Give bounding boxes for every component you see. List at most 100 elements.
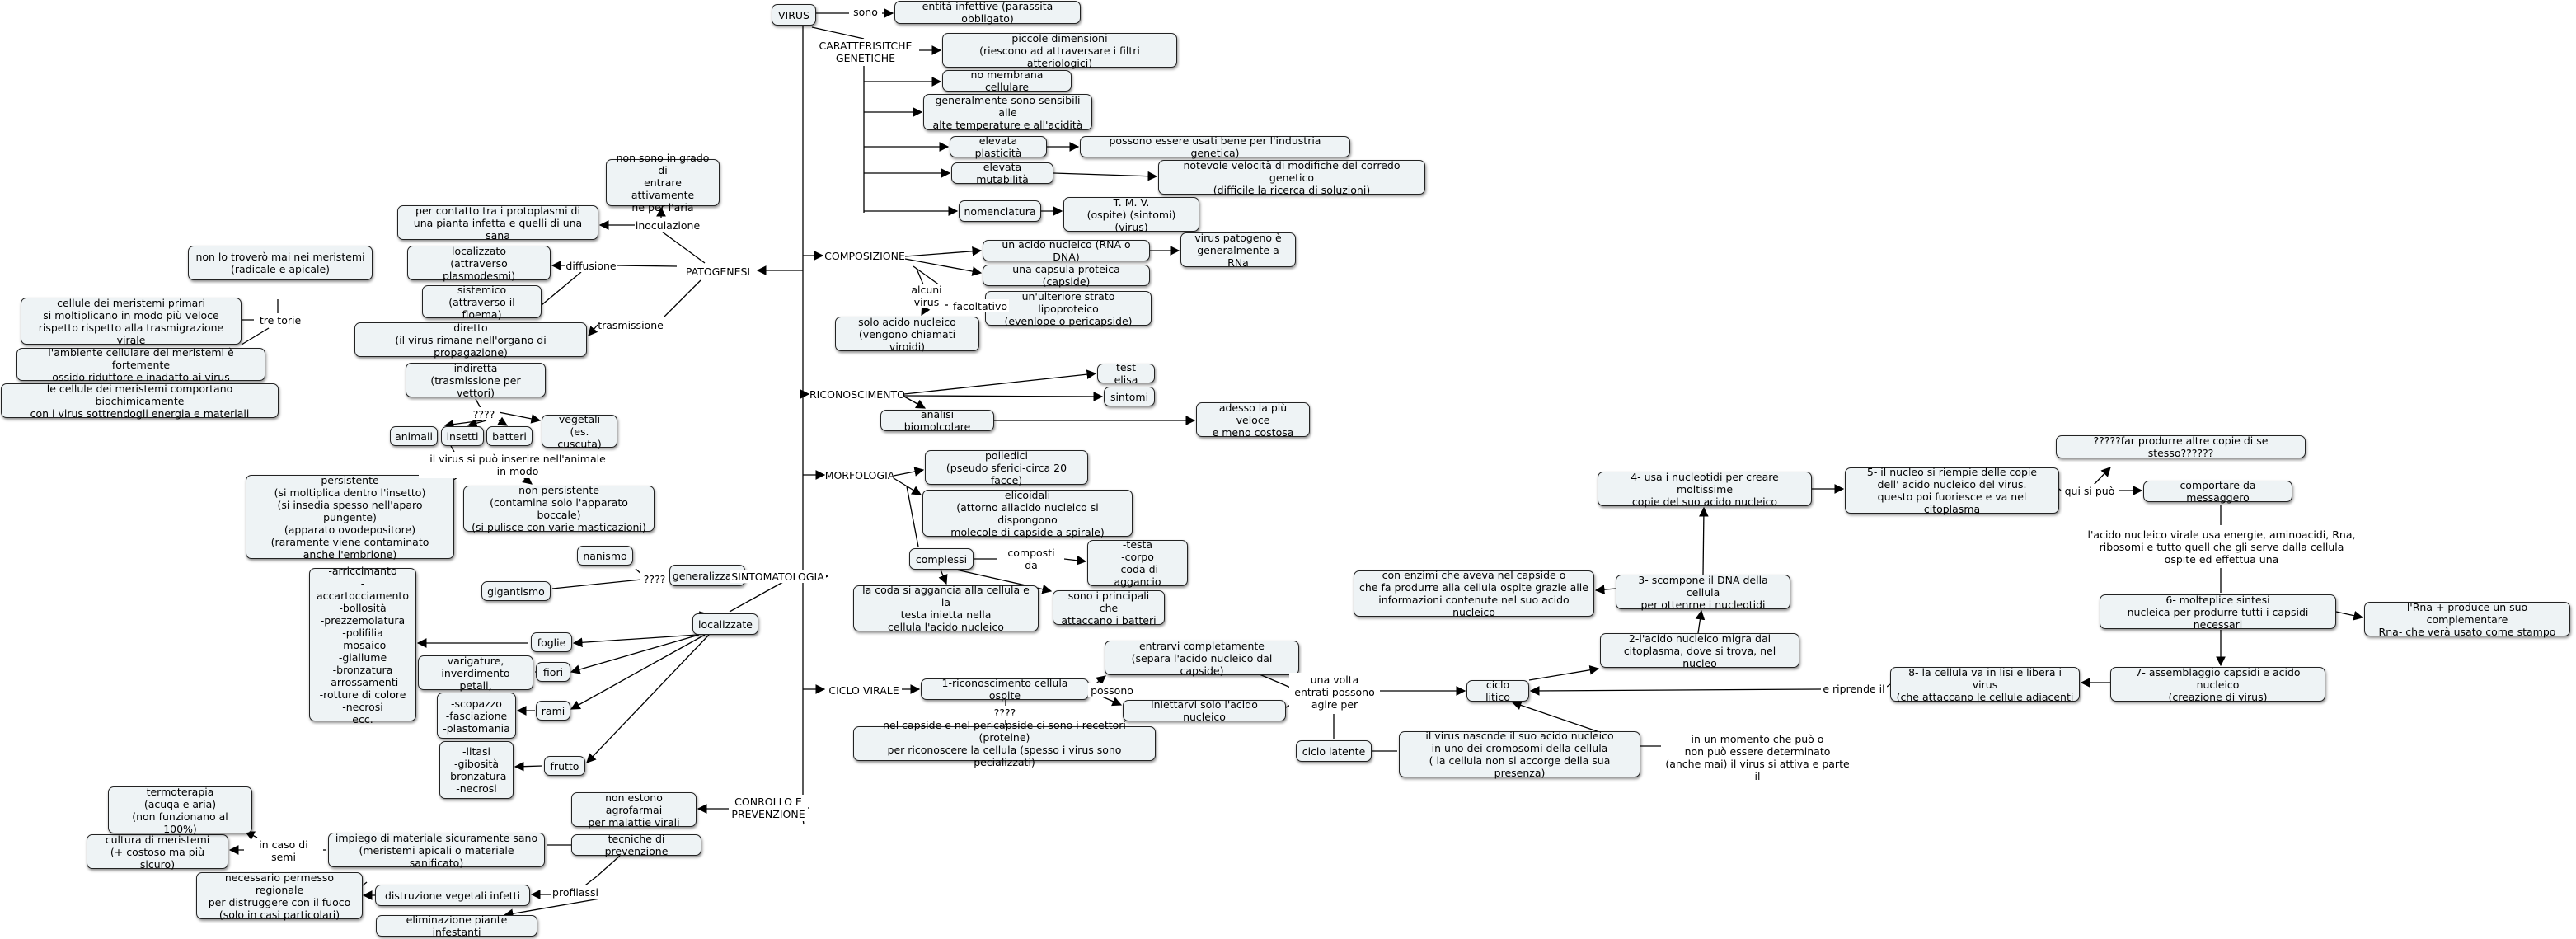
node-non-sono-in-grado[interactable]: non sono in grado di entrare attivamente…	[606, 152, 720, 214]
node-ambiente-meristemi[interactable]: l'ambiente cellulare dei meristemi è for…	[16, 346, 265, 383]
connector-arrow	[572, 634, 698, 648]
node-vegetali[interactable]: vegetali (es. cuscuta)	[542, 413, 617, 450]
node-ciclo-latente[interactable]: ciclo latente	[1296, 740, 1372, 762]
node-viroidi[interactable]: solo acido nucleico (vengono chiamati vi…	[835, 316, 979, 353]
connector-line	[241, 327, 270, 345]
node-plasticita[interactable]: elevata plasticità	[950, 134, 1047, 159]
node-step-3[interactable]: 3- scompone il DNA della cellula per ott…	[1616, 574, 1790, 611]
node-tmv[interactable]: T. M. V. (ospite) (sintomi) (virus)	[1063, 196, 1199, 233]
node-step-5[interactable]: 5- il nucleo si riempie delle copie dell…	[1845, 466, 2059, 515]
node-messaggero[interactable]: comportare da messaggero	[2143, 479, 2292, 504]
node-animali[interactable]: animali	[390, 426, 438, 446]
node-frutto[interactable]: frutto	[544, 756, 585, 776]
node-generalizzate[interactable]: generalizzate	[669, 565, 745, 586]
connector-line	[450, 445, 455, 453]
node-complessi[interactable]: complessi	[909, 548, 974, 570]
connector-line	[2058, 488, 2062, 491]
node-step-2[interactable]: 2-l'acido nucleico migra dal citoplasma,…	[1600, 632, 1799, 669]
node-diretto[interactable]: diretto (il virus rimane nell'organo di …	[354, 322, 587, 359]
node-sintomi-frutto[interactable]: -litasi -gibosità -bronzatura -necrosi	[439, 741, 514, 799]
node-recettori[interactable]: nel capside e nel pericapside ci sono i …	[853, 719, 1156, 768]
node-acido-nucleico[interactable]: un acido nucleico (RNA o DNA)	[983, 238, 1150, 263]
node-distruzione[interactable]: distruzione vegetali infetti	[375, 885, 530, 906]
node-nanismo[interactable]: nanismo	[577, 546, 633, 566]
node-tecniche-prevenzione[interactable]: tecniche di prevenzione	[571, 833, 701, 857]
connector-arrow	[893, 467, 925, 477]
node-sensibili[interactable]: generalmente sono sensibili alle alte te…	[923, 94, 1092, 131]
node-cellule-meristemi[interactable]: le cellule dei meristemi comportano bioc…	[1, 383, 279, 420]
label-inserire-animale: il virus si può inserire nell'animale in…	[419, 452, 617, 478]
connector-line	[661, 231, 706, 264]
node-riconoscimento-ospite[interactable]: 1-riconoscimento cellula ospite	[921, 677, 1089, 702]
node-termoterapia[interactable]: termoterapia (acuqa e aria) (non funzion…	[108, 786, 252, 835]
node-insetti[interactable]: insetti	[441, 426, 484, 446]
node-coda-aggancio[interactable]: la coda si aggancia alla cellula e la te…	[853, 584, 1039, 633]
node-persistente[interactable]: persistente (si moltiplica dentro l'inse…	[246, 474, 454, 561]
node-gigantismo[interactable]: gigantismo	[481, 581, 551, 601]
node-sintomi-foglie[interactable]: -arriccimanto -accartocciamento -bollosi…	[309, 565, 416, 725]
node-batteriofagi[interactable]: sono i principali che attaccano i batter…	[1053, 589, 1165, 627]
node-patogeno-rna[interactable]: virus patogeno è generalmente a RNa	[1180, 232, 1296, 269]
node-agrofarmaci[interactable]: non estono agrofarmai per malattie viral…	[571, 791, 697, 829]
node-localizzato[interactable]: localizzato (attraverso plasmodesmi)	[407, 245, 551, 282]
node-no-membrana[interactable]: no membrana cellulare	[942, 68, 1072, 93]
node-permesso-regionale[interactable]: necessario permesso regionale per distru…	[196, 871, 363, 921]
label-trasmissione: trasmissione	[598, 318, 664, 331]
node-sintomi[interactable]: sintomi	[1104, 387, 1155, 406]
node-iniettarvi[interactable]: iniettarvi solo l'acido nucleico	[1123, 698, 1286, 723]
node-coltura-meristemi[interactable]: cultura di meristemi (+ costoso ma più s…	[87, 833, 228, 871]
label-composizione: COMPOSIZIONE	[824, 249, 905, 262]
node-mutabilita[interactable]: elevata mutabilità	[951, 161, 1053, 185]
node-non-persistente[interactable]: non persistente (contamina solo l'appara…	[463, 484, 655, 533]
node-poliedrici[interactable]: poliedici (pseudo sferici-circa 20 facce…	[925, 449, 1088, 486]
node-dimensioni[interactable]: piccole dimensioni (riescono ad attraver…	[942, 32, 1177, 69]
connector-arrow	[498, 411, 542, 424]
connector-arrow	[586, 634, 710, 763]
node-nomenclatura[interactable]: nomenclatura	[959, 200, 1041, 222]
node-step-8[interactable]: 8- la cellula va in lisi e libera i viru…	[1890, 666, 2080, 703]
node-per-contatto[interactable]: per contatto tra i protoplasmi di una pi…	[397, 204, 598, 242]
node-batteri[interactable]: batteri	[486, 426, 533, 446]
node-testa-corpo-coda[interactable]: -testa -corpo -coda di aggancio	[1087, 538, 1188, 588]
label-riconoscimento: RICONOSCIMENTO	[809, 387, 905, 401]
node-enzimi[interactable]: con enzimi che aveva nel capside o che f…	[1354, 569, 1594, 618]
label-composti-da: composti da	[998, 547, 1064, 571]
node-piu-veloce[interactable]: adesso la più veloce e meno costosa	[1196, 401, 1310, 439]
node-analisi-biomolecolare[interactable]: analisi biomolcolare	[880, 408, 994, 433]
connector-arrow	[570, 634, 706, 710]
connector-arrow	[1594, 585, 1616, 594]
node-capside[interactable]: una capsula proteica (capside)	[983, 263, 1150, 288]
node-foglie[interactable]: foglie	[531, 632, 572, 652]
node-entrarvi[interactable]: entrarvi completamente (separa l'acido n…	[1105, 640, 1299, 677]
node-sintomi-rami[interactable]: -scopazzo -fasciazione -plastomania	[437, 693, 516, 739]
node-indiretta[interactable]: indiretta (trasmissione per vettori)	[406, 362, 546, 399]
node-ciclo-litico[interactable]: ciclo litico	[1466, 678, 1529, 703]
node-virus[interactable]: VIRUS	[772, 4, 816, 26]
node-rna-complementare[interactable]: l'Rna + produce un suo complementare Rna…	[2364, 601, 2570, 638]
node-sistemico[interactable]: sistemico (attraverso il floema)	[422, 284, 542, 321]
connector-line	[729, 581, 784, 613]
node-velocita[interactable]: notevole velocità di modifiche del corre…	[1158, 159, 1425, 196]
node-virus-nasconde[interactable]: il virus nascnde il suo acido nucleico i…	[1399, 730, 1640, 779]
node-variegature[interactable]: varigature, inverdimento petali,	[418, 655, 533, 692]
node-industria[interactable]: possono essere usati bene per l'industri…	[1080, 134, 1350, 159]
node-test-elisa[interactable]: test elisa	[1097, 361, 1155, 386]
node-elicoidali[interactable]: elicoidali (attorno allacido nucleico si…	[922, 489, 1133, 538]
node-step-6[interactable]: 6- molteplice sintesi nucleica per produ…	[2100, 594, 2336, 631]
label-alcuni-virus: alcuni virus	[908, 284, 945, 308]
node-step-4[interactable]: 4- usa i nucleotidi per creare moltissim…	[1598, 471, 1812, 508]
node-pericapside[interactable]: un'ulteriore strato lipoproteico (evenlo…	[985, 290, 1152, 327]
label-profilassi: profilassi	[551, 885, 600, 899]
node-far-produrre[interactable]: ?????far produrre altre copie di se stes…	[2056, 434, 2306, 459]
node-fiori[interactable]: fiori	[536, 662, 570, 682]
node-eliminazione[interactable]: eliminazione piante infestanti	[376, 913, 537, 938]
node-meristemi-primari[interactable]: cellule dei meristemi primari si moltipl…	[21, 297, 242, 346]
node-non-lo-trovero[interactable]: non lo troverò mai nei meristemi (radica…	[188, 246, 373, 280]
node-parassita[interactable]: entità infettive (parassita obbligato)	[894, 0, 1081, 25]
connector-arrow	[1528, 664, 1600, 681]
node-localizzate[interactable]: localizzate	[692, 613, 758, 635]
node-materiale-sano[interactable]: impiego di materiale sicuramente sano (m…	[328, 832, 545, 869]
node-rami[interactable]: rami	[536, 701, 570, 721]
node-step-7[interactable]: 7- assemblaggio capsidi e acido nucleico…	[2110, 666, 2325, 703]
